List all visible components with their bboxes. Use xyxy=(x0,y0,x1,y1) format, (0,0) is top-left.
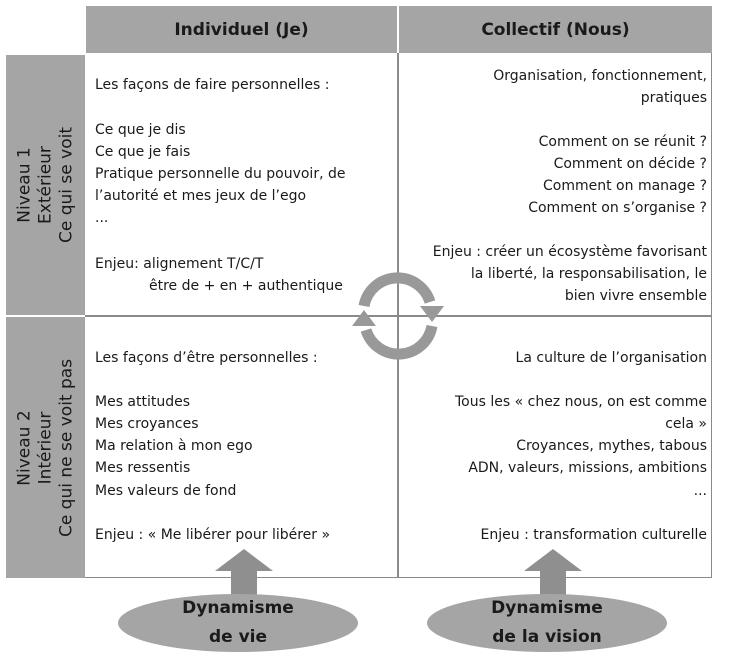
cycle-arrows-icon xyxy=(352,272,444,360)
list-item: l’autorité et mes jeux de l’ego xyxy=(95,188,307,204)
list-item: Comment on manage ? xyxy=(543,178,707,194)
stake-text: bien vivre ensemble xyxy=(564,288,707,304)
list-item: Comment on décide ? xyxy=(553,156,707,172)
list-item: Pratique personnelle du pouvoir, de xyxy=(95,166,346,182)
level1-line2: Extérieur xyxy=(35,146,55,224)
list-item: Croyances, mythes, tabous xyxy=(516,438,707,454)
stake-text: la liberté, la responsabilisation, le xyxy=(470,266,707,282)
level2-line2: Intérieur xyxy=(35,411,55,484)
header-collective: Collectif (Nous) xyxy=(399,6,712,53)
header-collective-label: Collectif (Nous) xyxy=(481,19,630,40)
list-item: Comment on se réunit ? xyxy=(538,134,707,150)
up-arrow-left-icon xyxy=(215,549,273,599)
grid-line-bottom xyxy=(85,577,712,578)
cell-individual-interior: Les façons d’être personnelles : Mes att… xyxy=(85,317,397,577)
stake-text: Enjeu: alignement T/C/T xyxy=(95,256,264,272)
ellipse-left-line1: Dynamisme xyxy=(182,598,294,618)
up-arrow-right-icon xyxy=(524,549,582,599)
stake-text: Enjeu : créer un écosystème favorisant xyxy=(432,244,707,260)
list-item: ... xyxy=(693,483,707,499)
list-item: Tous les « chez nous, on est comme xyxy=(455,394,707,410)
cell-heading: pratiques xyxy=(640,90,707,106)
ellipse-right-line2: de la vision xyxy=(492,627,602,647)
list-item: Ma relation à mon ego xyxy=(95,438,253,454)
stake-text: être de + en + authentique xyxy=(149,278,343,294)
row-header-level2-label: Niveau 2 Intérieur Ce qui ne se voit pas xyxy=(14,358,77,536)
grid-line-horizontal xyxy=(85,315,712,317)
row-header-level1-label: Niveau 1 Extérieur Ce qui se voit xyxy=(14,127,77,243)
header-individual-label: Individuel (Je) xyxy=(174,19,309,40)
cell-individual-exterior: Les façons de faire personnelles : Ce qu… xyxy=(85,53,397,315)
list-item: Mes valeurs de fond xyxy=(95,483,237,499)
list-item: ... xyxy=(95,210,109,226)
stake-text: Enjeu : « Me libérer pour libérer » xyxy=(95,527,331,543)
list-item: Mes attitudes xyxy=(95,394,191,410)
level2-line1: Niveau 2 xyxy=(14,409,34,486)
list-item: ADN, valeurs, missions, ambitions xyxy=(468,460,707,476)
ellipse-dynamism-of-life: Dynamisme de vie xyxy=(118,594,358,652)
cell-heading: Organisation, fonctionnement, xyxy=(493,68,707,84)
header-individual: Individuel (Je) xyxy=(86,6,397,53)
list-item: Mes croyances xyxy=(95,416,199,432)
ellipse-dynamism-of-vision: Dynamisme de la vision xyxy=(427,594,667,652)
cell-heading: Les façons d’être personnelles : xyxy=(95,350,318,366)
stake-text: Enjeu : transformation culturelle xyxy=(480,527,707,543)
row-header-level2: Niveau 2 Intérieur Ce qui ne se voit pas xyxy=(6,317,85,578)
ellipse-left-line2: de vie xyxy=(208,627,268,647)
level1-line1: Niveau 1 xyxy=(14,147,34,223)
row-header-level1: Niveau 1 Extérieur Ce qui se voit xyxy=(6,55,85,315)
cell-heading: La culture de l’organisation xyxy=(515,350,707,366)
list-item: cela » xyxy=(665,416,707,432)
list-item: Ce que je dis xyxy=(95,122,186,138)
grid-line-right xyxy=(711,53,712,578)
ellipse-right-line1: Dynamisme xyxy=(491,598,603,618)
list-item: Comment on s’organise ? xyxy=(528,200,707,216)
level2-line3: Ce qui ne se voit pas xyxy=(56,358,76,537)
cell-collective-interior: La culture de l’organisation Tous les « … xyxy=(399,317,711,577)
level1-line3: Ce qui se voit xyxy=(56,127,76,243)
cell-heading: Les façons de faire personnelles : xyxy=(95,77,330,93)
list-item: Ce que je fais xyxy=(95,144,191,160)
list-item: Mes ressentis xyxy=(95,460,191,476)
cell-collective-exterior: Organisation, fonctionnement, pratiques … xyxy=(399,53,711,315)
